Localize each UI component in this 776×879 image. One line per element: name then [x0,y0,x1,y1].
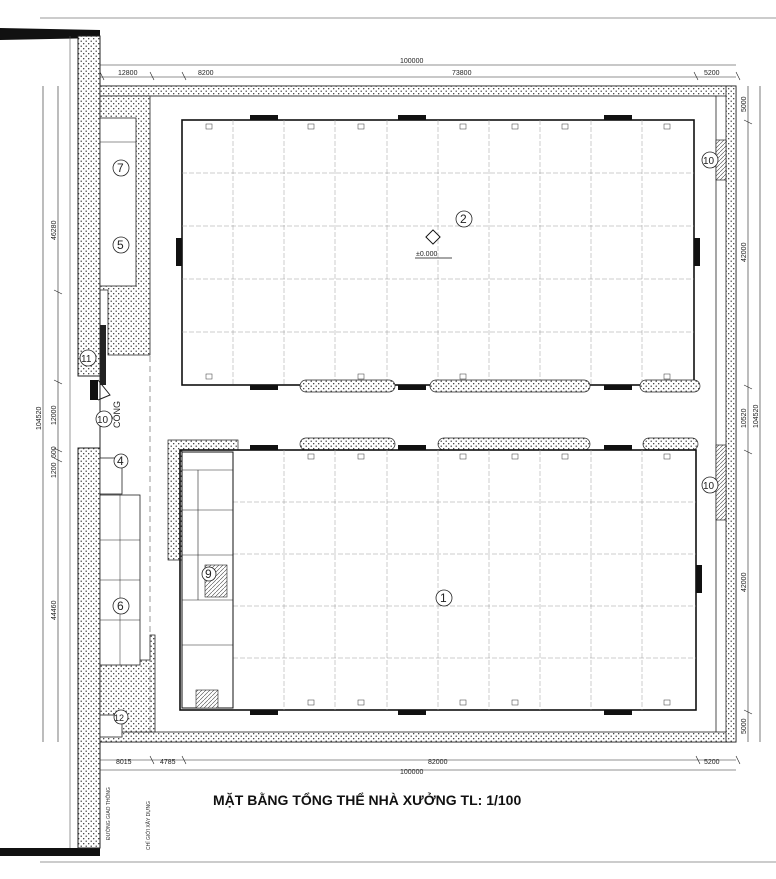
perimeter-top [99,85,737,97]
road-arrow-top [0,28,100,40]
marker-5: 5 [117,238,124,252]
dim-top-right: 5200 [704,70,720,77]
elevation-marker: ±0.000 [415,229,452,259]
dim-bottom-total: 100000 [400,769,423,776]
gate-post [90,380,98,400]
marker-12: 12 [114,713,124,723]
marker-10-lower-right: 10 [703,481,715,492]
dim-bottom-seg2: 4785 [160,759,176,766]
dim-right-upper: 42000 [741,242,748,262]
drawing-title: MẶT BẰNG TỔNG THỂ NHÀ XƯỞNG TL: 1/100 [213,791,521,808]
dim-top-seg2: 73800 [452,70,472,77]
marker-4: 4 [117,454,124,468]
dim-right-total: 104520 [753,405,760,428]
dim-right-lower: 42000 [741,572,748,592]
warehouse-1 [179,445,702,715]
warehouse-2 [176,115,700,390]
dim-bottom-seg1: 8015 [116,759,132,766]
road-verge-lower [77,447,101,849]
dim-right-bottom: 5000 [741,718,748,734]
perimeter-bottom [99,731,737,743]
dim-left-total: 104520 [36,407,43,430]
marker-11: 11 [81,354,92,365]
dim-left-small1: 1200 [51,462,58,478]
dim-left-gate: 12000 [51,405,58,425]
marker-6: 6 [117,599,124,613]
marker-7: 7 [117,161,124,175]
dim-left-small2: 600 [51,446,58,458]
marker-10-upper-right: 10 [703,156,715,167]
road-verge-upper [77,35,101,377]
dim-bottom-right: 5200 [704,759,720,766]
marker-2: 2 [460,212,467,226]
gate-label: CỔNG [111,401,122,428]
building-5-7 [99,117,137,287]
dim-right-middle: 10520 [741,408,748,428]
dim-top-total: 100000 [400,58,423,65]
gate-leaf-upper [100,325,106,385]
dim-top-left: 12800 [118,70,138,77]
marker-10: 10 [97,415,109,426]
dim-left-upper: 46280 [51,220,58,240]
dim-left-lower: 44460 [51,600,58,620]
side-text-boundary: CHỈ GIỚI XÂY DỰNG [145,801,152,850]
dim-bottom-seg3: 82000 [428,759,448,766]
elevation-label: ±0.000 [416,251,437,258]
perimeter-right [725,85,737,743]
dim-top-seg1: 8200 [198,70,214,77]
dim-right-top: 5000 [741,96,748,112]
marker-1: 1 [440,591,447,605]
guard-house-4 [99,457,123,495]
marker-9: 9 [205,567,212,581]
road-arrow-bottom [0,848,100,856]
side-text-road: ĐƯỜNG GIAO THÔNG [105,787,112,840]
